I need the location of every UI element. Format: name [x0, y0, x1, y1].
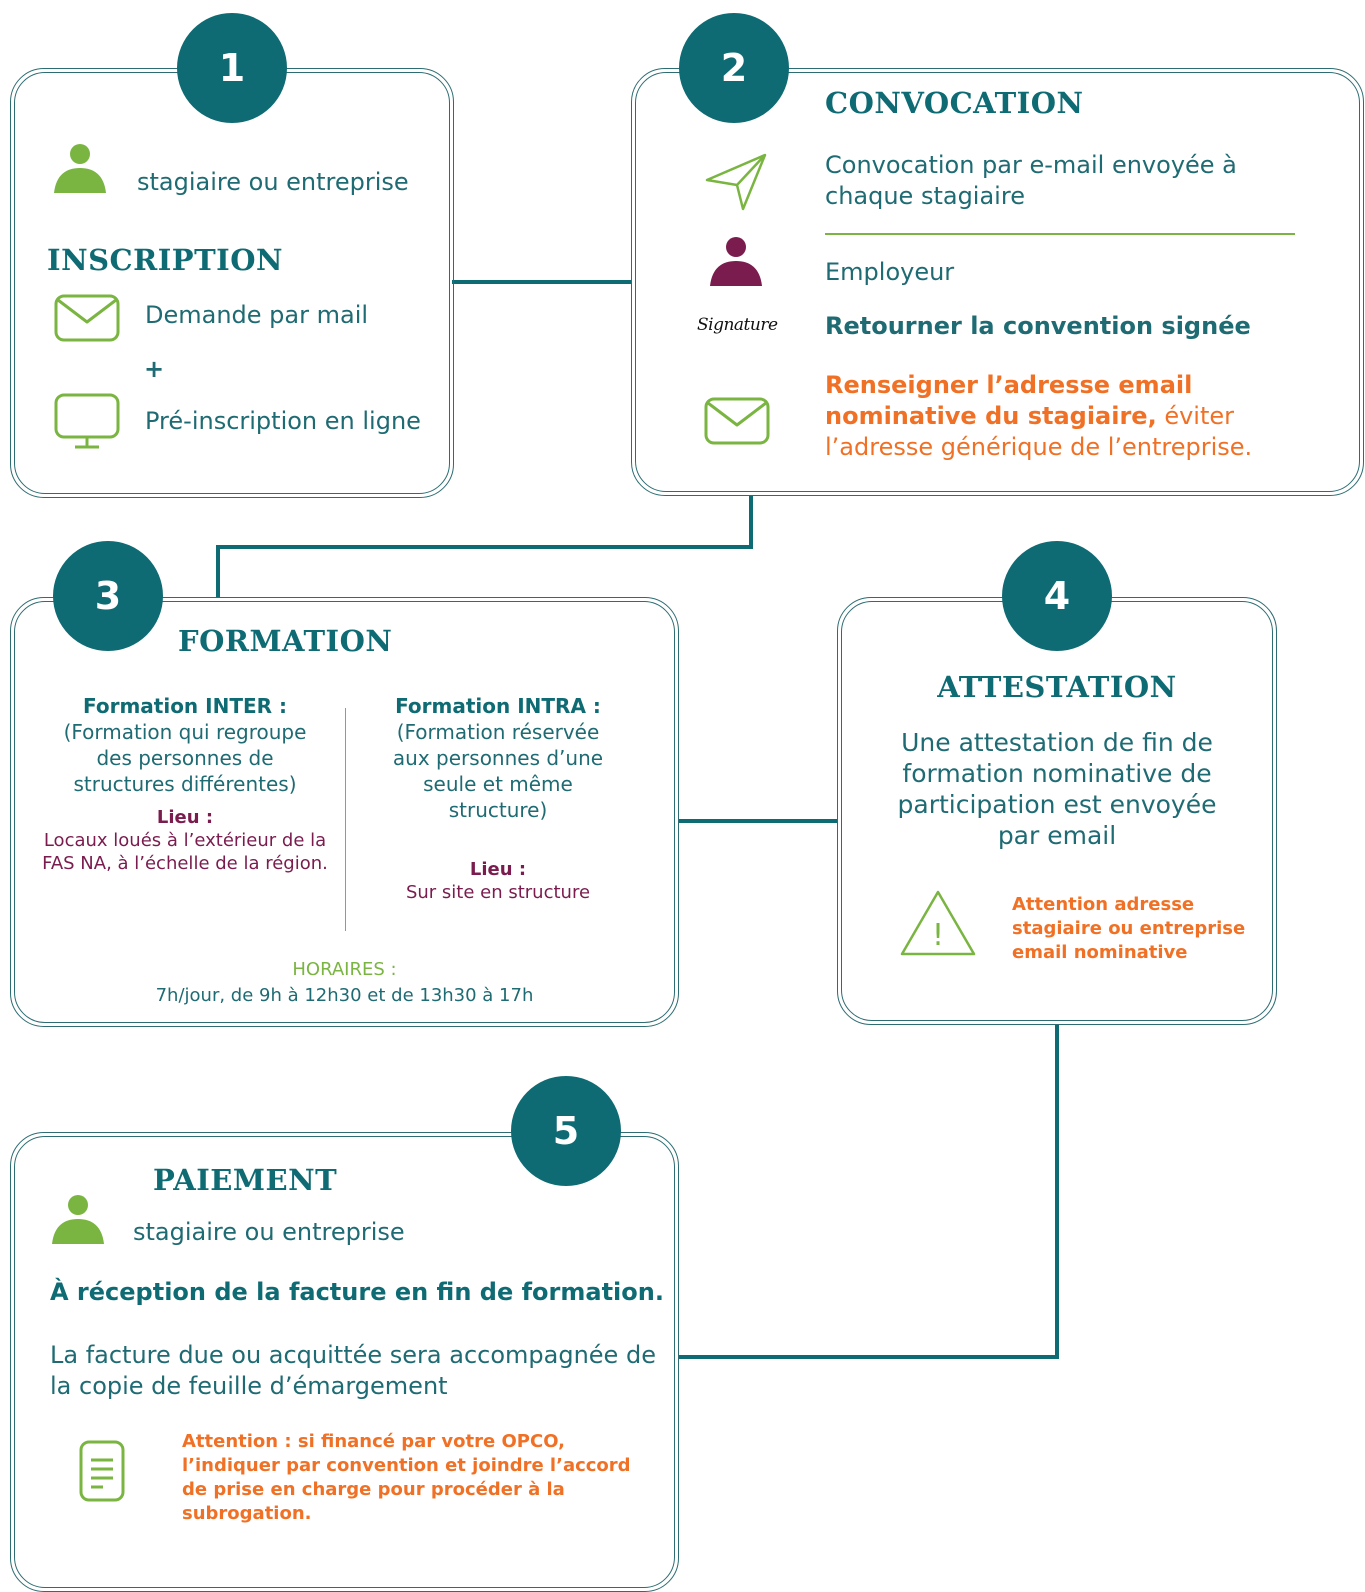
- connector-3-4: [678, 819, 838, 823]
- step2-return-convention: Retourner la convention signée: [825, 312, 1251, 340]
- step3-intra-place: Sur site en structure: [405, 882, 591, 903]
- connector-2-3-v1: [749, 496, 753, 548]
- step3-intra-block: Formation INTRA : (Formation réservée au…: [358, 694, 638, 823]
- step2-card: [631, 68, 1364, 496]
- step5-badge: 5: [511, 1076, 621, 1186]
- step2-badge: 2: [679, 13, 789, 123]
- step3-intra-place-label: Lieu :: [469, 859, 527, 880]
- step4-warning: Attention adresse stagiaire ou entrepris…: [1012, 894, 1246, 963]
- step3-column-divider: [345, 708, 346, 931]
- step2-email-rest: éviter l’adresse générique de l’entrepri…: [825, 402, 1253, 461]
- step1-badge: 1: [177, 13, 287, 123]
- mail-icon: [54, 294, 120, 342]
- step2-employer: Employeur: [825, 258, 955, 286]
- step5-invoice: La facture due ou acquittée sera accompa…: [50, 1341, 656, 1400]
- step3-hours-block: HORAIRES : 7h/jour, de 9h à 12h30 et de …: [10, 957, 679, 1009]
- step3-inter-place: Locaux loués à l’extérieur de la FAS NA,…: [42, 830, 328, 874]
- connector-2-3-h: [216, 545, 753, 549]
- step3-hours: 7h/jour, de 9h à 12h30 et de 13h30 à 17h: [155, 985, 534, 1006]
- step3-inter-block: Formation INTER : (Formation qui regroup…: [40, 694, 330, 797]
- step3-inter-bold: INTER: [205, 694, 273, 718]
- step3-hours-label: HORAIRES :: [292, 959, 397, 980]
- step5-reception: À réception de la facture en fin de form…: [50, 1278, 664, 1306]
- step3-title: FORMATION: [178, 624, 393, 658]
- svg-text:!: !: [932, 918, 944, 953]
- step3-inter-place-label: Lieu :: [156, 807, 214, 828]
- step3-inter-label: Formation: [82, 694, 206, 718]
- step3-intra-bold: INTRA: [517, 694, 586, 718]
- connector-4-5-h: [678, 1355, 1059, 1359]
- step3-inter-colon: :: [272, 694, 287, 718]
- step4-title: ATTESTATION: [937, 670, 1177, 704]
- person-icon: [54, 144, 106, 193]
- person-icon: [710, 237, 762, 286]
- step2-title: CONVOCATION: [825, 86, 1084, 120]
- step1-plus: +: [144, 355, 165, 383]
- step5-title: PAIEMENT: [153, 1163, 338, 1197]
- step5-opco: Attention : si financé par votre OPCO, l…: [182, 1431, 631, 1524]
- send-icon: [705, 153, 767, 211]
- step3-badge: 3: [53, 541, 163, 651]
- step3-card: [10, 597, 679, 1027]
- step3-intra-desc: (Formation réservée aux personnes d’une …: [392, 720, 604, 822]
- step3-intra-colon: :: [585, 694, 601, 718]
- step3-intra-label: Formation: [395, 694, 518, 718]
- warning-icon: !: [900, 890, 976, 956]
- step3-inter-place-block: Lieu : Locaux loués à l’extérieur de la …: [40, 806, 330, 875]
- connector-1-2: [452, 280, 632, 284]
- step1-preregistration: Pré-inscription en ligne: [145, 407, 421, 435]
- step2-email-bold: Renseigner l’adresse email nominative du…: [825, 371, 1193, 430]
- connector-2-3-v2: [216, 545, 220, 597]
- step1-title: INSCRIPTION: [47, 243, 283, 277]
- step3-inter-desc: (Formation qui regroupe des personnes de…: [63, 720, 307, 796]
- step4-text: Une attestation de fin de formation nomi…: [897, 728, 1217, 850]
- monitor-icon: [54, 393, 120, 449]
- step2-email-note: Renseigner l’adresse email nominative du…: [825, 370, 1325, 463]
- step2-divider: [825, 233, 1295, 235]
- connector-4-5-v: [1055, 1024, 1059, 1359]
- document-icon: [79, 1440, 125, 1502]
- step3-inter-heading: Formation INTER :: [40, 694, 330, 719]
- signature-icon: Signature: [697, 315, 778, 335]
- step5-who: stagiaire ou entreprise: [133, 1218, 405, 1246]
- step1-request: Demande par mail: [145, 301, 369, 329]
- step3-intra-place-block: Lieu : Sur site en structure: [358, 858, 638, 904]
- step2-convocation: Convocation par e-mail envoyée à chaque …: [825, 151, 1237, 210]
- person-icon: [52, 1195, 104, 1244]
- step4-badge: 4: [1002, 541, 1112, 651]
- mail-icon: [704, 397, 770, 445]
- step3-intra-heading: Formation INTRA :: [358, 694, 638, 719]
- step1-who: stagiaire ou entreprise: [137, 168, 409, 196]
